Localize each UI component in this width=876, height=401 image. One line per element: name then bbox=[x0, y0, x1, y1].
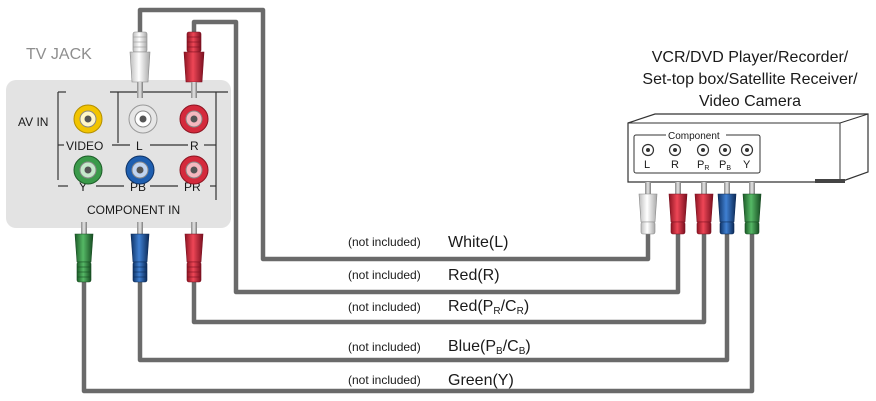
plug-red-pr-tv bbox=[184, 222, 204, 283]
cable-green-y-label: Green(Y) bbox=[448, 372, 514, 389]
device-port-pr-label: PR bbox=[697, 159, 709, 172]
tv-jack-pr bbox=[179, 155, 209, 185]
device-port-y bbox=[740, 143, 754, 157]
cable-red-pr bbox=[191, 228, 707, 325]
panel-frame bbox=[57, 91, 228, 200]
tv-jack-title: TV JACK bbox=[26, 46, 92, 63]
device-port-pr bbox=[696, 143, 710, 157]
device-port-r bbox=[668, 143, 682, 157]
plug-white-device bbox=[638, 182, 658, 235]
cable-blue-pb-label: Blue(PB/CB) bbox=[448, 338, 531, 357]
av-in-label: AV IN bbox=[18, 115, 48, 129]
cable-red-pr-label: Red(PR/CR) bbox=[448, 298, 529, 317]
device-title-line1: VCR/DVD Player/Recorder/ bbox=[652, 49, 849, 66]
device-port-pb bbox=[718, 143, 732, 157]
plug-red-r-top bbox=[183, 31, 205, 98]
plug-white-l-top bbox=[129, 31, 151, 98]
cable-green-y bbox=[81, 228, 755, 394]
cable-green-y-note: (not included) bbox=[348, 373, 421, 387]
component-label: Component bbox=[668, 131, 720, 142]
device-port-pb-label: PB bbox=[719, 159, 731, 172]
plug-red-r-device bbox=[668, 182, 688, 235]
tv-jack-audio-l bbox=[128, 104, 158, 134]
device-title-line2: Set-top box/Satellite Receiver/ bbox=[642, 71, 858, 88]
device-port-l bbox=[641, 143, 655, 157]
tv-jack-audio-r bbox=[179, 104, 209, 134]
plug-blue-pb-tv bbox=[130, 222, 150, 283]
cable-red-r-label: Red(R) bbox=[448, 267, 500, 284]
plug-red-pr-device bbox=[694, 182, 714, 235]
r-label: R bbox=[190, 139, 199, 153]
component-in-label: COMPONENT IN bbox=[87, 203, 180, 217]
device-port-l-label: L bbox=[644, 159, 650, 171]
cable-red-r bbox=[191, 19, 681, 295]
cable-white-label: White(L) bbox=[448, 234, 508, 251]
cable-blue-pb-note: (not included) bbox=[348, 340, 421, 354]
tv-jack-video bbox=[73, 104, 103, 134]
tv-jack-panel bbox=[6, 80, 231, 228]
cable-blue-pb bbox=[137, 228, 730, 363]
cable-red-pr-note: (not included) bbox=[348, 300, 421, 314]
device-port-r-label: R bbox=[671, 159, 679, 171]
l-label: L bbox=[136, 139, 143, 153]
device-title-line3: Video Camera bbox=[699, 93, 801, 110]
video-label: VIDEO bbox=[66, 139, 103, 153]
plug-green-y-tv bbox=[74, 222, 94, 283]
device-port-y-label: Y bbox=[743, 159, 751, 171]
y-label: Y bbox=[79, 180, 87, 194]
plug-blue-pb-device bbox=[717, 182, 737, 235]
cable-white-note: (not included) bbox=[348, 235, 421, 249]
cable-white bbox=[137, 7, 651, 262]
plug-green-y-device bbox=[742, 182, 762, 235]
cable-red-r-note: (not included) bbox=[348, 268, 421, 282]
tv-jack-pb bbox=[125, 155, 155, 185]
tv-jack-y bbox=[73, 155, 103, 185]
